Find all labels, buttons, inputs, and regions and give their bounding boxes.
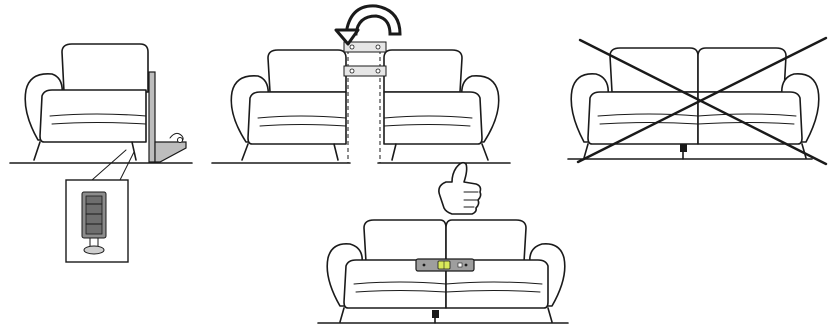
callout-line bbox=[92, 150, 126, 180]
panel-correct-assembly bbox=[318, 163, 568, 323]
panel-seats-joining bbox=[212, 6, 510, 163]
thumbs-up-icon bbox=[439, 163, 481, 214]
panel-single-seat bbox=[10, 44, 192, 262]
connector-plate-icon bbox=[344, 42, 386, 52]
callout-line bbox=[120, 152, 134, 180]
adjustable-foot-detail bbox=[66, 180, 128, 262]
sofa-seat-right bbox=[384, 50, 499, 160]
sofa-seat-left bbox=[25, 44, 148, 160]
rotate-arrow-icon bbox=[336, 6, 400, 44]
spirit-level-icon bbox=[416, 259, 474, 271]
panel-incorrect-assembly bbox=[568, 38, 826, 164]
connector-plate-icon bbox=[344, 66, 386, 76]
l-bracket-icon bbox=[149, 72, 186, 162]
sofa-seat-left bbox=[231, 50, 346, 160]
